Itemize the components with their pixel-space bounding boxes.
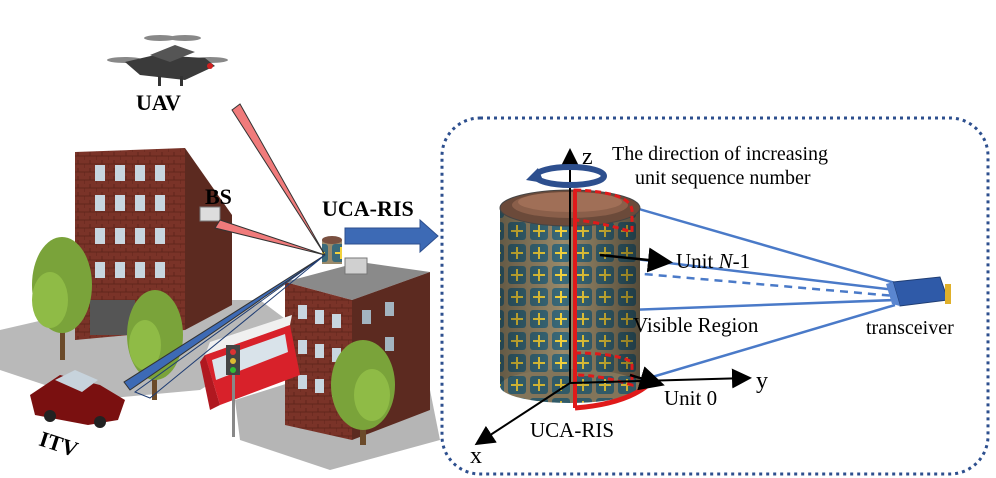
unit-n-prefix: Unit: [676, 249, 719, 273]
direction-caption-line1: The direction of increasing: [612, 143, 829, 165]
uav-label: UAV: [136, 90, 181, 115]
roof-uca-ris: [322, 236, 342, 264]
itv-car: [30, 370, 125, 428]
link-top: [631, 205, 896, 285]
x-axis-label: x: [470, 443, 482, 469]
uca-ris-label-detail: UCA-RIS: [530, 418, 615, 442]
z-axis-label: z: [582, 144, 593, 170]
traffic-light: [226, 345, 240, 437]
unit-n-variable: N: [718, 249, 733, 273]
tree-left: [32, 237, 92, 360]
visible-region-label: Visible Region: [633, 313, 759, 337]
beam-bs: [214, 219, 326, 256]
bs-label: BS: [205, 184, 232, 209]
unit-n-label: Unit N-1: [676, 249, 750, 274]
transceiver-device: [886, 276, 951, 307]
x-axis: [474, 382, 571, 446]
beam-uav: [231, 103, 326, 256]
bs-building: [75, 148, 232, 340]
transceiver-label: transceiver: [866, 317, 954, 339]
unit-0-arrow: [629, 366, 665, 391]
link-mid-dashed: [574, 266, 896, 298]
visible-region-dashed-top: [573, 188, 634, 235]
uca-ris-label-scene: UCA-RIS: [322, 196, 414, 221]
link-bottom: [631, 303, 896, 385]
unit-0-label: Unit 0: [664, 386, 718, 410]
beam-itv: [123, 254, 326, 391]
visible-region-dashed-bottom: [573, 351, 634, 388]
beam-itv-2: [133, 254, 326, 399]
uav-drone: [107, 35, 228, 86]
tree-right: [331, 340, 395, 445]
zoom-arrow: [344, 218, 439, 254]
direction-caption-line2: unit sequence number: [635, 167, 811, 189]
rotation-direction-icon: [526, 164, 607, 188]
unit-n-arrow: [599, 247, 673, 273]
unit-n-suffix: -1: [732, 249, 751, 273]
y-axis-label: y: [756, 368, 768, 394]
